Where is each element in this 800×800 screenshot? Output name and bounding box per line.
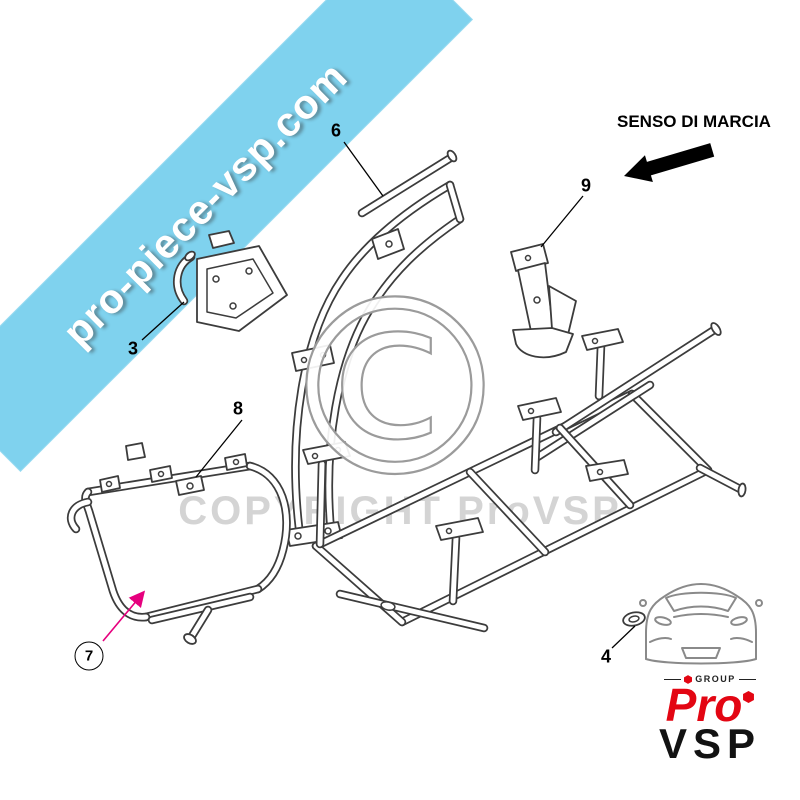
provsp-logo: GROUP Pro VSP [640,674,780,764]
part-label-9: 9 [580,175,592,196]
logo-car-sketch [639,583,763,665]
part-label-6: 6 [330,120,342,141]
leader-lines [141,141,636,649]
logo-divider-line [738,678,756,680]
part-label-7-circled: 7 [74,641,104,671]
logo-group-row: GROUP [640,674,780,684]
part-6-front-hoop [285,149,465,547]
logo-divider-line [664,678,682,680]
direction-arrow-icon [624,143,715,183]
part-4-component [622,611,646,627]
highlight-arrow-icon [102,590,146,642]
part-label-7: 7 [84,647,94,665]
logo-pro-row: Pro [640,682,780,728]
logo-group-label: GROUP [695,674,736,684]
main-chassis-frame [302,322,747,633]
logo-vsp-text: VSP [658,719,762,767]
part-8-front-subframe [66,442,291,645]
part-label-8: 8 [232,398,244,419]
part-9-support-bracket [510,243,577,359]
logo-pro-text: Pro [665,679,743,731]
copyright-symbol-watermark: © [273,247,518,532]
hexagon-icon [743,691,755,706]
part-3-bracket [173,230,288,332]
direction-label: SENSO DI MARCIA [617,112,771,131]
hexagon-icon [684,674,693,684]
part-label-4: 4 [600,646,612,667]
part-label-3: 3 [127,338,139,359]
